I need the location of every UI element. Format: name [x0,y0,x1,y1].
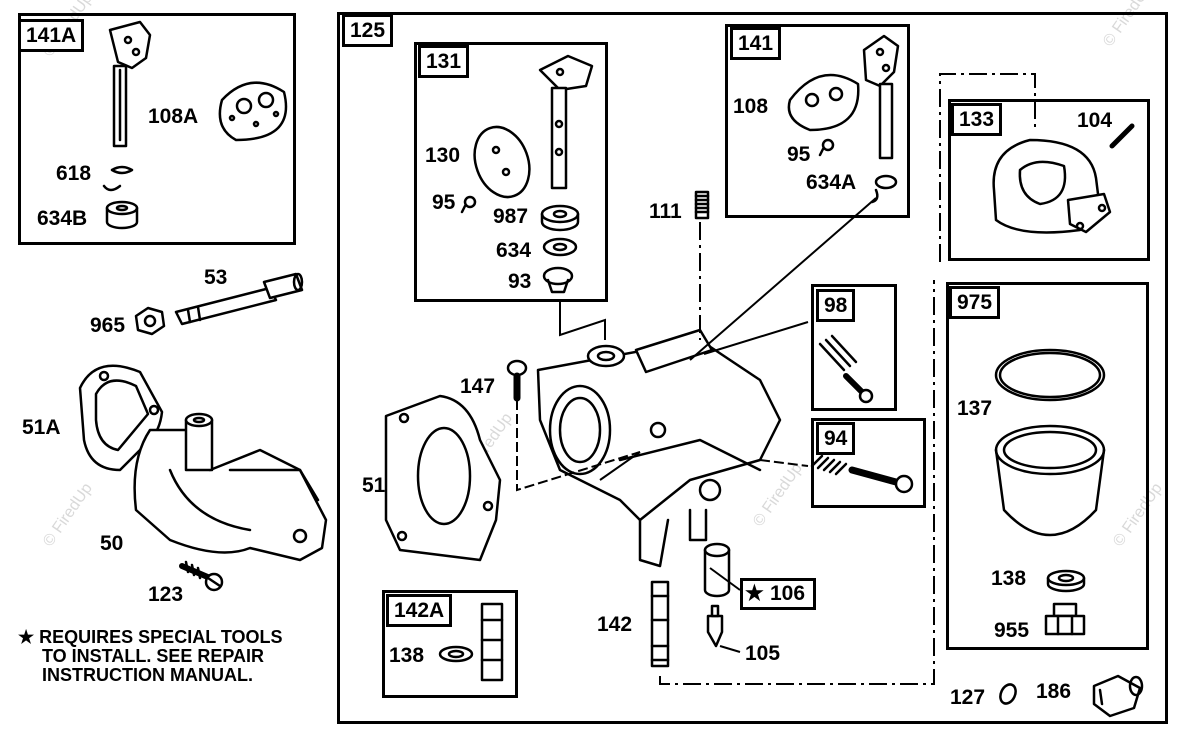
group-tag-141A: 141A [18,19,85,52]
group-tag-133: 133 [951,103,1003,136]
part-label-130: 130 [425,144,461,167]
group-box-131 [414,42,608,302]
group-box-94 [811,418,926,508]
part-label-104: 104 [1077,109,1113,132]
group-tag-98: 98 [816,289,856,322]
washer-634 [542,237,578,257]
part-label-137: 137 [957,397,993,420]
seal-987 [540,204,580,232]
idle-screw-98 [818,334,874,404]
part-label-634: 634 [496,239,532,262]
jet-106 [703,542,731,598]
group-box-141 [725,24,910,218]
washer-138-nozzle [438,645,474,663]
spring-111 [694,190,710,220]
group-box-142A [382,590,518,698]
part-label-138-bowl: 138 [991,567,1027,590]
note-line-1: REQUIRES SPECIAL TOOLS [39,627,283,647]
screw-95-a [460,195,477,214]
part-label-50: 50 [100,532,124,555]
group-tag-141: 141 [730,27,782,60]
nozzle-142A [480,602,504,682]
plate-108 [787,73,860,132]
part-label-111: 111 [649,200,682,223]
group-tag-131: 131 [418,45,470,78]
part-label-105: 105 [745,642,781,665]
part-label-53: 53 [204,266,228,289]
choke-shaft-131 [538,54,594,190]
special-tools-note: ★ REQUIRES SPECIAL TOOLS TO INSTALL. SEE… [18,628,348,685]
group-box-141A [18,13,296,245]
spring-618 [102,165,134,192]
part-label-108A: 108A [148,105,199,128]
part-label-51A: 51A [22,416,61,439]
part-label-123: 123 [148,583,184,606]
part-label-634A: 634A [806,171,857,194]
group-tag-94: 94 [816,422,856,455]
group-tag-125: 125 [342,14,394,47]
part-label-95-b: 95 [787,143,811,166]
note-line-3: INSTRUCTION MANUAL. [42,665,253,685]
throttle-shaft-141 [862,34,900,160]
group-box-975 [946,282,1149,650]
part-label-127: 127 [950,686,986,709]
nozzle-142 [650,580,670,668]
part-label-618: 618 [56,162,92,185]
part-label-142: 142 [597,613,633,636]
part-label-95-a: 95 [432,191,456,214]
part-label-106-box [740,578,816,610]
nut-965 [134,306,166,336]
part-label-138-nozzle: 138 [389,644,425,667]
bushing-93 [542,266,574,294]
part-label-965: 965 [90,314,126,337]
float-bowl [994,424,1106,537]
bowl-gasket-137 [994,348,1106,402]
washer-138-bowl [1046,569,1086,593]
note-line-2: TO INSTALL. SEE REPAIR [42,646,265,666]
group-box-133 [948,99,1150,261]
screw-123 [179,560,224,592]
gasket-51 [384,394,502,562]
plate-108A [218,81,288,142]
mixture-screw-94 [810,454,914,494]
carburetor-body [536,328,782,568]
star-icon: ★ [745,582,764,605]
part-label-955: 955 [994,619,1030,642]
elbow-fitting-186 [1092,674,1144,718]
part-label-987: 987 [493,205,529,228]
fitting-53 [174,272,304,326]
needle-105 [706,604,724,648]
group-tag-975: 975 [949,286,1001,319]
float-133 [992,138,1112,234]
throttle-shaft-141A [108,20,152,148]
group-tag-142A: 142A [386,594,453,627]
group-box-125 [337,12,1168,724]
pin-104 [1109,123,1135,149]
part-label-93: 93 [508,270,532,293]
choke-plate-130 [473,125,531,199]
group-box-98 [811,284,897,411]
screw-147 [506,359,528,402]
part-label-186: 186 [1036,680,1072,703]
part-label-147: 147 [460,375,496,398]
part-label-106: 106 [770,582,806,605]
ring-127 [999,683,1017,705]
part-label-634B: 634B [37,207,88,230]
star-icon: ★ [18,627,35,647]
washer-634B [105,200,139,230]
part-label-108: 108 [733,95,769,118]
intake-elbow-50 [133,412,328,562]
bolt-955 [1044,602,1086,636]
screw-95-b [818,138,835,157]
part-label-51: 51 [362,474,386,497]
